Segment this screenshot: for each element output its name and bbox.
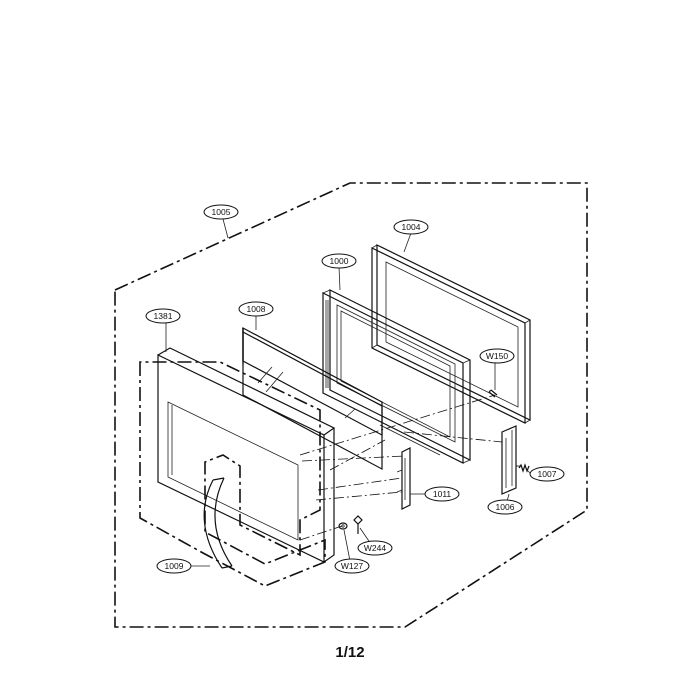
svg-text:1000: 1000 xyxy=(330,256,349,266)
part-1004-door-frame xyxy=(371,244,531,424)
svg-text:1006: 1006 xyxy=(496,502,515,512)
svg-text:1004: 1004 xyxy=(402,222,421,232)
assembly-boundary xyxy=(114,182,588,628)
callout-leaders xyxy=(165,218,532,567)
screw-w150 xyxy=(488,389,498,398)
callout-1009: 1009 xyxy=(156,558,192,574)
callout-1007: 1007 xyxy=(529,466,565,482)
callout-w150: W150 xyxy=(479,348,515,364)
screw-w244 xyxy=(353,515,363,534)
svg-text:W244: W244 xyxy=(364,543,386,553)
callout-1011: 1011 xyxy=(424,486,460,502)
callout-w244: W244 xyxy=(357,540,393,556)
page-number: 1/12 xyxy=(335,644,365,661)
svg-text:W150: W150 xyxy=(486,351,508,361)
projection-lines xyxy=(299,394,520,541)
callout-1006: 1006 xyxy=(487,499,523,515)
callout-1004: 1004 xyxy=(393,219,429,235)
part-1381-front-frame xyxy=(157,347,336,563)
callout-1381: 1381 xyxy=(145,308,181,324)
svg-text:1011: 1011 xyxy=(433,489,452,499)
part-1008-glass xyxy=(242,327,383,470)
svg-text:1008: 1008 xyxy=(247,304,266,314)
part-1000-door-panel xyxy=(322,289,471,464)
svg-text:1005: 1005 xyxy=(212,207,231,217)
part-1006-hinge xyxy=(501,425,517,495)
part-1009-handle xyxy=(203,477,233,569)
callout-1008: 1008 xyxy=(238,301,274,317)
callout-1005: 1005 xyxy=(203,204,239,220)
svg-text:1009: 1009 xyxy=(165,561,184,571)
front-subgroup-boundary xyxy=(139,361,326,587)
callout-w127: W127 xyxy=(334,558,370,574)
svg-text:1381: 1381 xyxy=(154,311,173,321)
screw-w127 xyxy=(338,522,348,530)
svg-text:W127: W127 xyxy=(341,561,363,571)
part-1011-latch xyxy=(396,447,411,510)
svg-text:1007: 1007 xyxy=(538,469,557,479)
callout-1000: 1000 xyxy=(321,253,357,269)
